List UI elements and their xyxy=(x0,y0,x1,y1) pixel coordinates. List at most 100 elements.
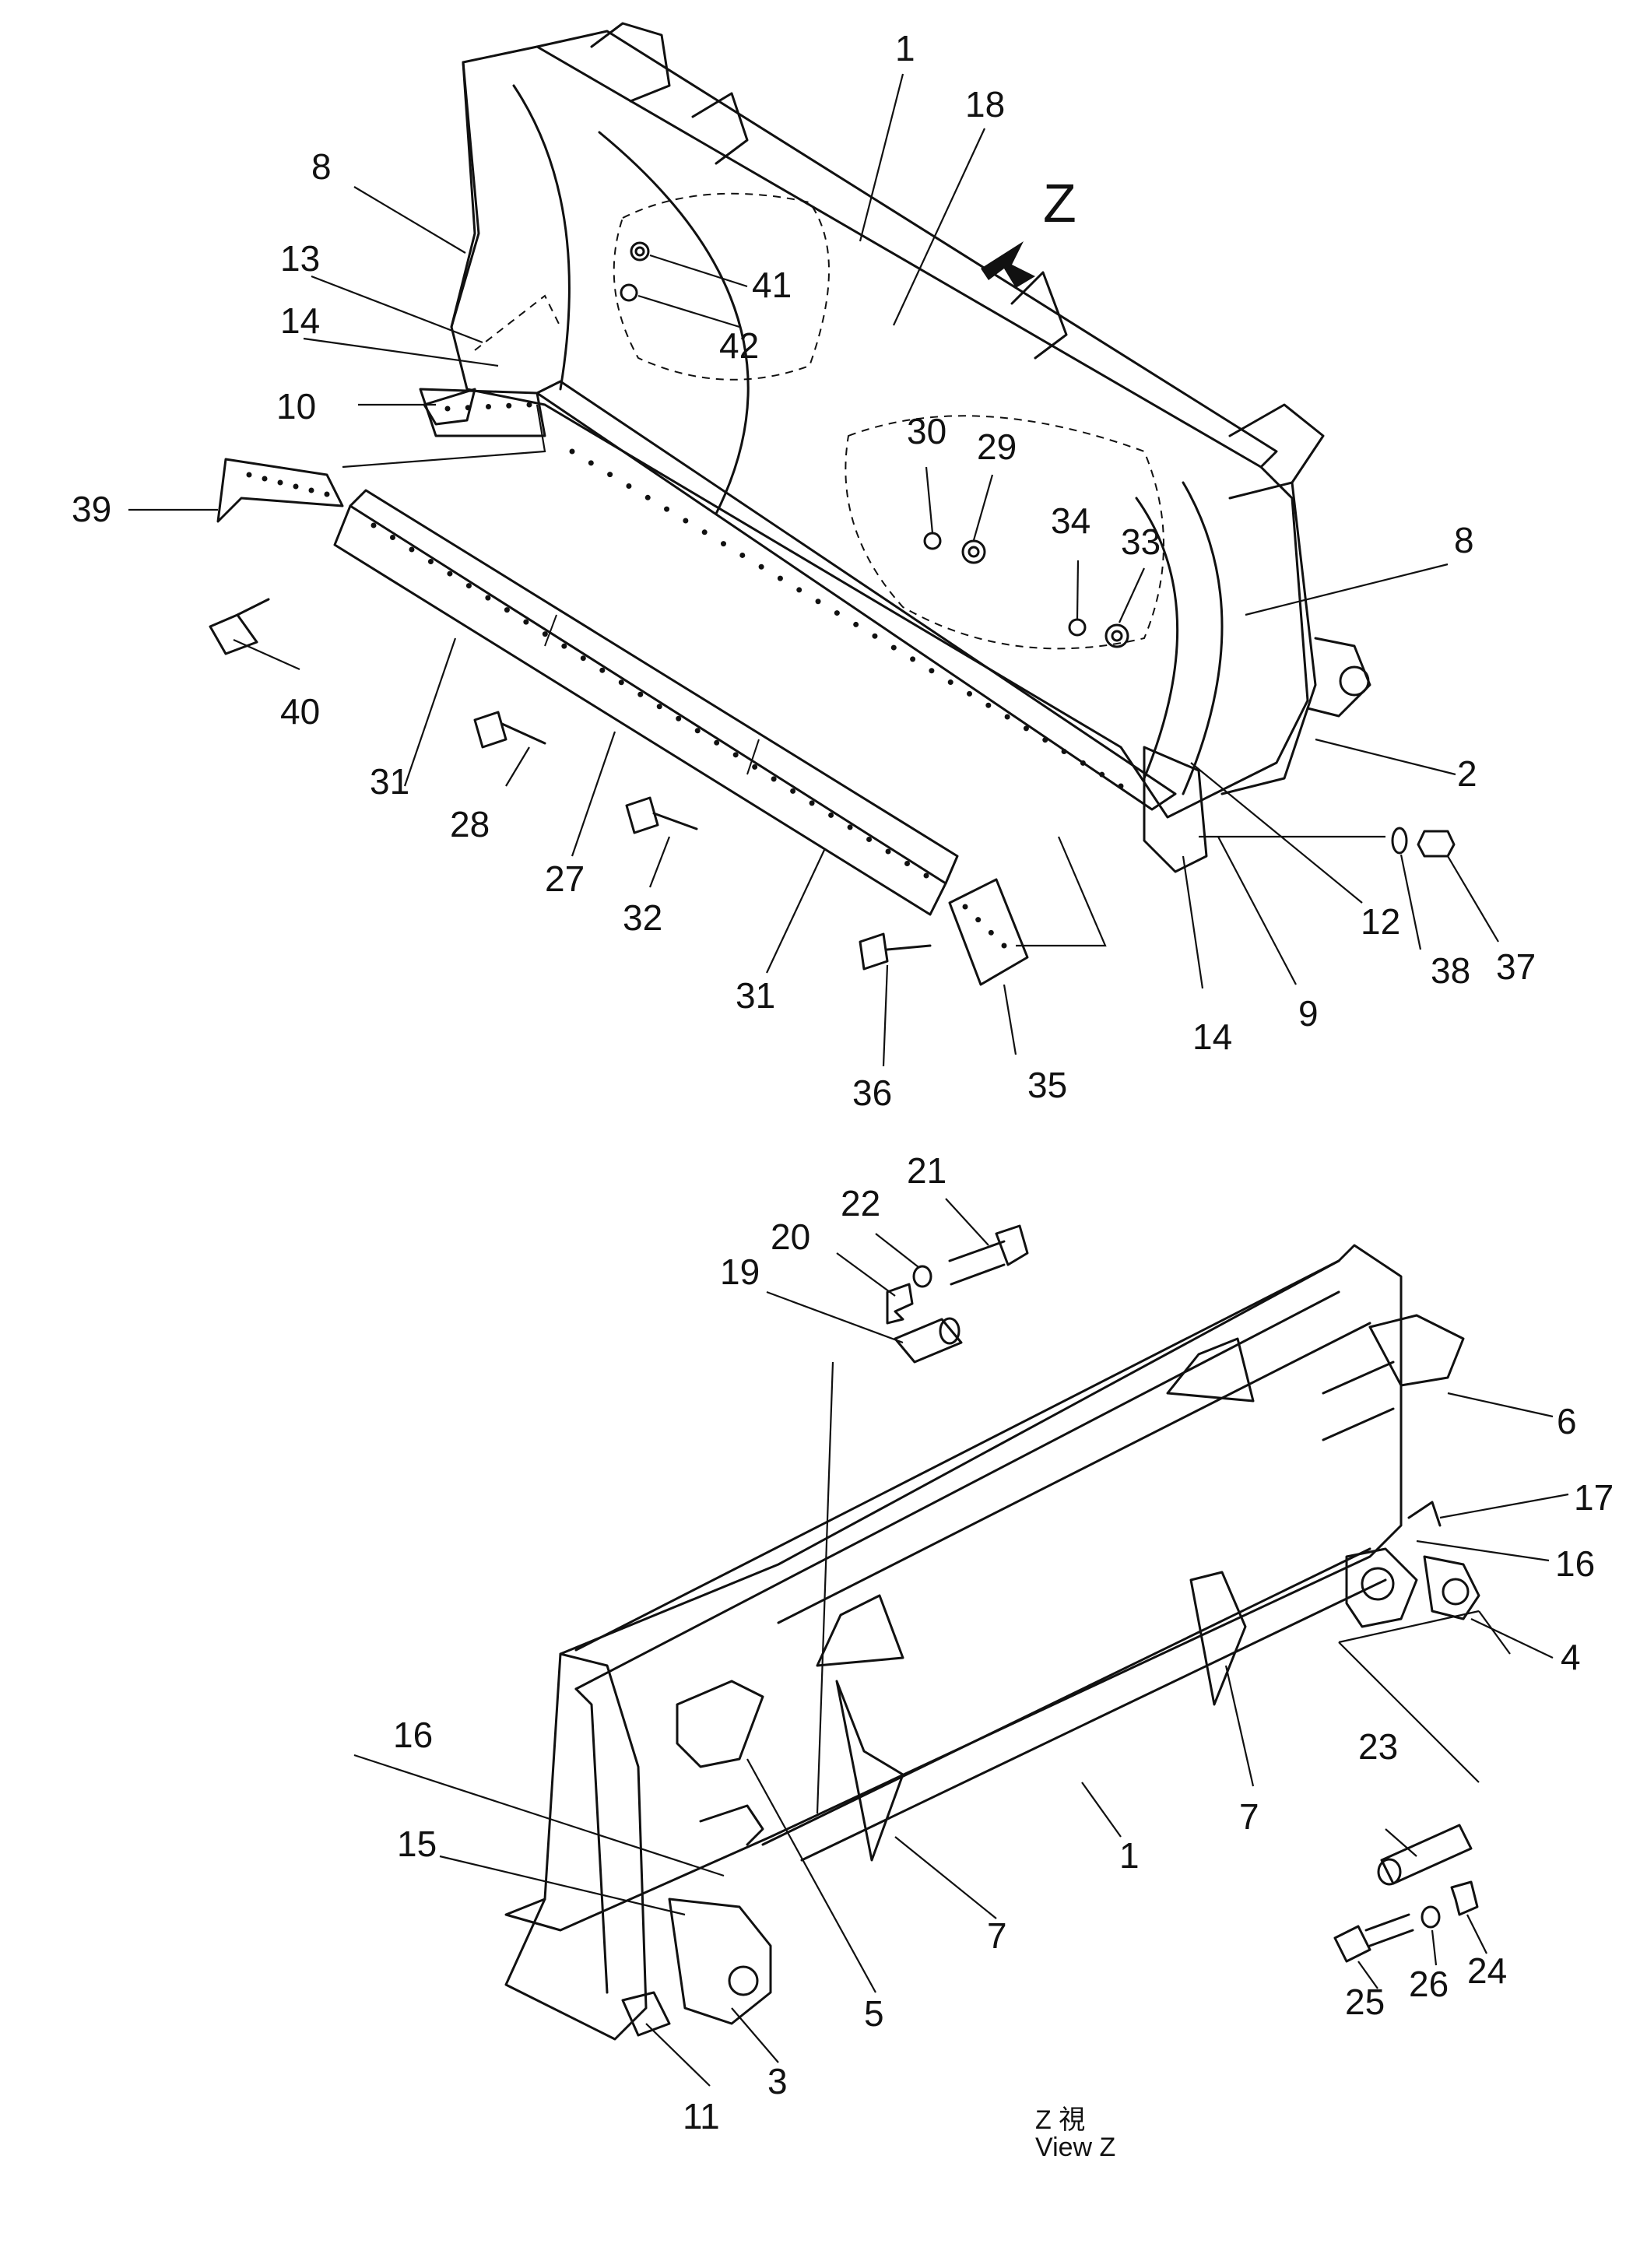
callout-label: 42 xyxy=(719,325,759,366)
bolt-hole xyxy=(504,607,510,613)
bolt-hole xyxy=(465,405,471,411)
callout-label: 37 xyxy=(1496,946,1536,987)
view-direction-label: Z xyxy=(1043,173,1076,233)
bolt-hole xyxy=(796,587,802,593)
callout-label: 14 xyxy=(280,300,320,341)
bolt-hole xyxy=(714,739,720,746)
view-caption-line1: Z 視 xyxy=(1035,2105,1085,2135)
bolt-hole xyxy=(1001,943,1007,949)
callout-label: 11 xyxy=(683,2096,720,2136)
callout-label: 13 xyxy=(280,238,320,279)
frame-assembly xyxy=(504,1224,1480,2041)
bolt-hole xyxy=(923,872,929,879)
bolt-hole xyxy=(853,621,859,627)
callout-label: 1 xyxy=(895,28,915,68)
callout-label: 24 xyxy=(1467,1950,1507,1991)
callout-label: 12 xyxy=(1361,901,1400,942)
bolt-hole xyxy=(890,644,897,651)
callout-label: 28 xyxy=(450,804,490,844)
bolt-hole xyxy=(962,904,968,910)
bolt-hole xyxy=(486,404,491,409)
bolt-hole xyxy=(277,479,283,486)
bolt-hole xyxy=(626,483,632,489)
callout-label: 17 xyxy=(1574,1477,1614,1518)
callout-label: 41 xyxy=(752,265,792,305)
bolt-hole xyxy=(644,494,651,500)
callout-label: 23 xyxy=(1358,1726,1398,1767)
cutting-edge-holes xyxy=(246,402,1124,949)
bolt-hole xyxy=(732,752,739,758)
callout-label: 31 xyxy=(736,975,775,1016)
bolt-hole xyxy=(447,571,453,577)
bolt-hole xyxy=(872,633,878,639)
bolt-hole xyxy=(904,860,911,866)
bolt-hole xyxy=(790,788,796,794)
callout-label: 27 xyxy=(545,858,585,899)
bolt-hole xyxy=(694,728,701,734)
callout-label: 7 xyxy=(987,1915,1007,1956)
bolt-hole xyxy=(389,535,395,541)
callout-label: 10 xyxy=(276,386,316,427)
callout-label: 6 xyxy=(1557,1401,1577,1441)
bolt-hole xyxy=(371,522,377,528)
callout-label: 21 xyxy=(907,1150,946,1191)
bolt-hole xyxy=(664,506,670,512)
callout-label: 26 xyxy=(1409,1964,1449,2004)
bolt-hole xyxy=(523,619,529,625)
bolt-hole xyxy=(561,643,567,649)
bolt-hole xyxy=(1042,737,1048,743)
bolt-hole xyxy=(427,559,434,565)
bolt-hole xyxy=(720,541,726,547)
callout-label: 36 xyxy=(852,1073,892,1113)
top-callouts: 1 18 8 13 14 10 41 42 30 29 34 33 8 39 4… xyxy=(72,28,1536,1113)
bolt-hole xyxy=(828,812,834,818)
bolt-hole xyxy=(975,917,982,923)
bottom-callouts: 21 22 20 19 6 17 16 4 23 24 26 25 7 1 16… xyxy=(393,1150,1614,2136)
view-arrow-icon xyxy=(981,241,1035,288)
bolt-hole xyxy=(809,800,815,806)
bolt-hole xyxy=(308,487,314,493)
callout-label: 34 xyxy=(1051,500,1090,541)
callout-label: 16 xyxy=(1555,1543,1595,1584)
bolt-hole xyxy=(815,599,821,605)
callout-label: 31 xyxy=(370,761,409,802)
callout-label: 2 xyxy=(1457,753,1477,794)
bolt-hole xyxy=(526,402,532,408)
bolt-hole xyxy=(929,668,935,674)
bolt-hole xyxy=(988,929,994,936)
bolt-hole xyxy=(246,472,252,478)
bolt-hole xyxy=(1080,760,1086,766)
bolt-hole xyxy=(834,610,840,616)
top-leaders xyxy=(128,73,1499,1067)
bolt-hole xyxy=(569,448,575,455)
callout-label: 5 xyxy=(864,1993,884,2034)
bolt-hole xyxy=(637,691,644,697)
callout-label: 4 xyxy=(1561,1637,1581,1677)
bolt-hole xyxy=(739,552,746,558)
bolt-hole xyxy=(1061,749,1067,755)
bolt-hole xyxy=(777,575,783,581)
bolt-hole xyxy=(656,704,662,710)
bolt-hole xyxy=(985,702,992,708)
bolt-hole xyxy=(866,836,873,842)
bolt-hole xyxy=(947,679,953,686)
bolt-hole xyxy=(885,848,891,855)
bolt-hole xyxy=(1118,783,1124,789)
callout-label: 25 xyxy=(1345,1982,1385,2022)
bolt-hole xyxy=(599,667,606,673)
bolt-hole xyxy=(293,483,299,490)
bolt-hole xyxy=(580,655,586,662)
callout-label: 19 xyxy=(720,1252,760,1292)
callout-label: 8 xyxy=(311,146,332,187)
bolt-hole xyxy=(967,690,973,697)
callout-label: 30 xyxy=(907,411,946,451)
bolt-hole xyxy=(588,460,594,466)
callout-label: 20 xyxy=(771,1217,810,1257)
callout-label: 35 xyxy=(1027,1065,1067,1105)
callout-label: 38 xyxy=(1431,950,1470,991)
bolt-hole xyxy=(444,406,451,412)
callout-label: 40 xyxy=(280,691,320,732)
callout-label: 22 xyxy=(841,1183,880,1224)
bolt-hole xyxy=(758,563,764,570)
